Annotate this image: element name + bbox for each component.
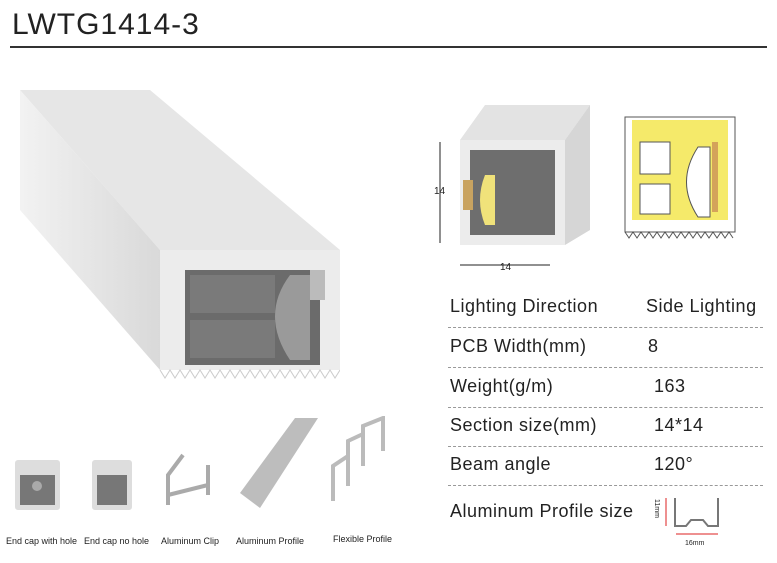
end-cap-no-hole-image bbox=[92, 460, 132, 510]
accessory-label: End cap with hole bbox=[6, 536, 78, 546]
cross-section-diagram bbox=[624, 116, 736, 239]
spec-row-weight: Weight(g/m) 163 bbox=[448, 370, 763, 408]
spec-label: PCB Width(mm) bbox=[450, 336, 587, 356]
spec-label: Section size(mm) bbox=[450, 415, 598, 435]
accessory-label: Flexible Profile bbox=[333, 534, 393, 544]
accessory-label: Aluminum Clip bbox=[161, 536, 220, 546]
accessory-label: Aluminum Profile bbox=[236, 536, 305, 546]
spec-row-lighting-direction: Lighting Direction Side Lighting bbox=[448, 290, 763, 328]
spec-value: 8 bbox=[648, 336, 659, 356]
spec-row-section-size: Section size(mm) 14*14 bbox=[448, 409, 763, 447]
spec-label: Weight(g/m) bbox=[450, 376, 554, 396]
profile-size-label: Aluminum Profile size bbox=[450, 501, 634, 521]
aluminum-profile-image bbox=[240, 418, 318, 508]
aluminum-clip-image bbox=[166, 453, 210, 505]
profile-width: 16mm bbox=[685, 540, 705, 547]
profile-height: 11mm bbox=[652, 499, 660, 518]
spec-value: 120° bbox=[654, 454, 694, 474]
title-divider bbox=[10, 46, 767, 48]
dimension-drawing bbox=[439, 105, 590, 266]
height-dimension: 14 bbox=[434, 186, 446, 197]
spec-row-beam-angle: Beam angle 120° bbox=[448, 448, 763, 486]
spec-value: 14*14 bbox=[654, 415, 704, 435]
spec-value: Side Lighting bbox=[646, 296, 757, 316]
profile-size-icon bbox=[665, 498, 719, 535]
flexible-profile-image bbox=[331, 416, 385, 501]
page-title: LWTG1414-3 bbox=[12, 8, 200, 41]
spec-label: Lighting Direction bbox=[450, 296, 599, 316]
width-dimension: 14 bbox=[500, 262, 512, 273]
spec-row-pcb-width: PCB Width(mm) 8 bbox=[448, 330, 763, 368]
spec-label: Beam angle bbox=[450, 454, 552, 474]
accessory-label: End cap no hole bbox=[84, 536, 150, 546]
end-cap-with-hole-image bbox=[15, 460, 60, 510]
product-render-image bbox=[20, 90, 340, 379]
spec-value: 163 bbox=[654, 376, 686, 396]
